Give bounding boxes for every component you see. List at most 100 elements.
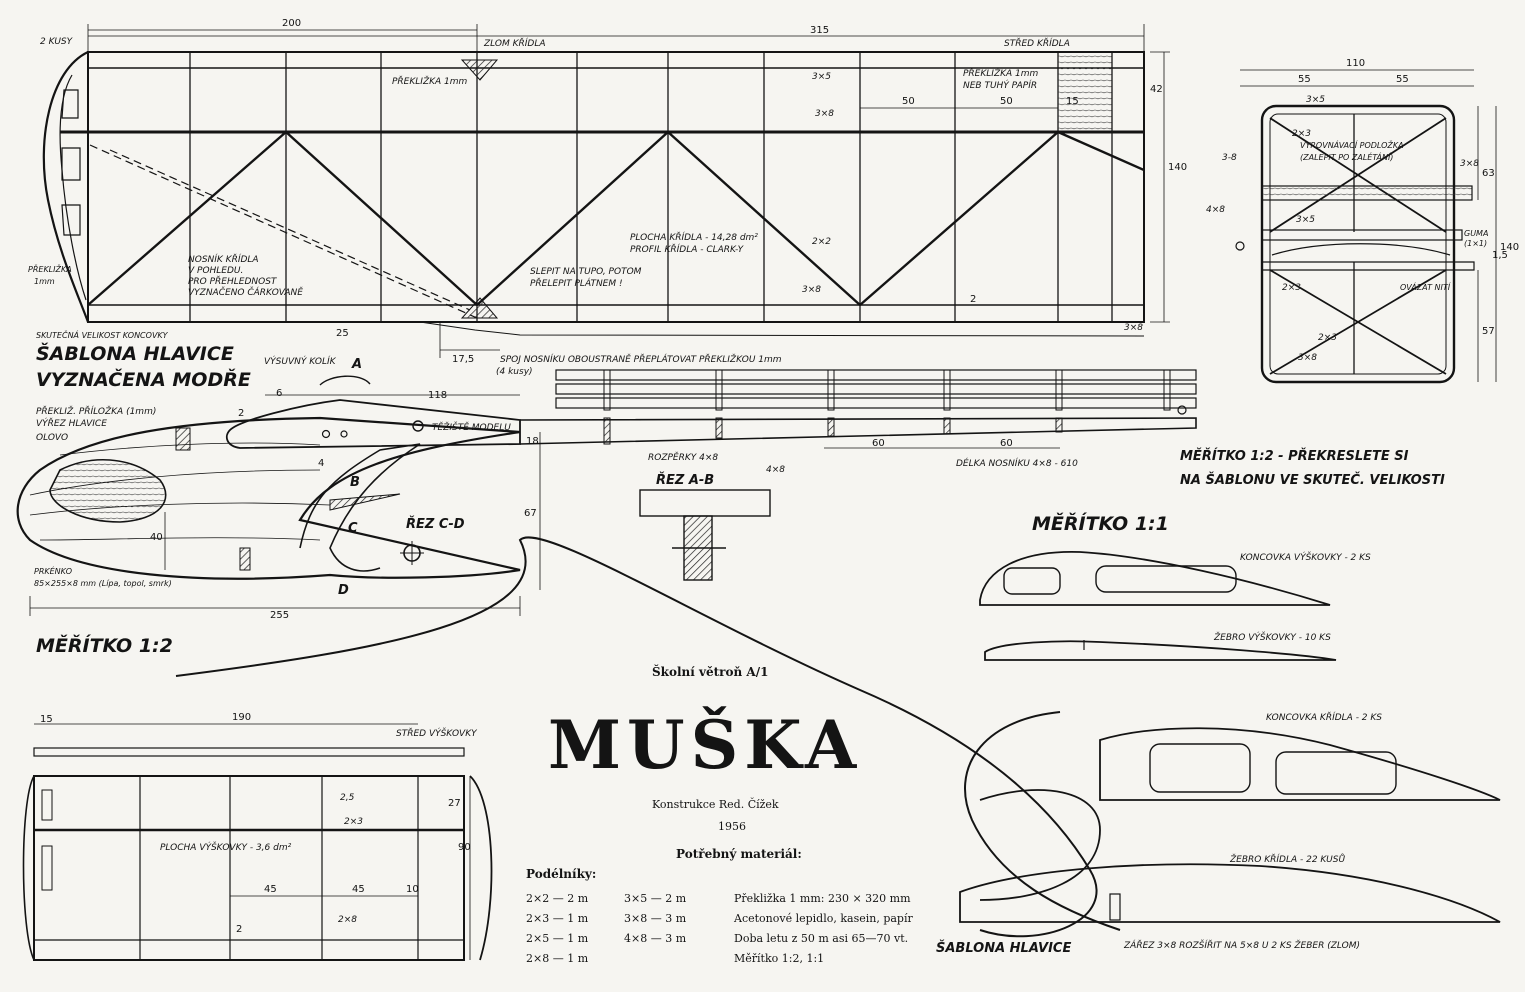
sablona-hlavice-template: ŠABLONA HLAVICE	[936, 940, 1071, 956]
mat-cell: Překližka 1 mm: 230 × 320 mm	[734, 892, 911, 905]
label-c: C	[348, 521, 358, 536]
year: 1956	[718, 820, 746, 833]
dim-50b: 50	[1000, 96, 1013, 107]
spoj-1: SPOJ NOSNÍKU OBOUSTRANĚ PŘEPLÁTOVAT PŘEK…	[500, 353, 782, 365]
label-a: A	[351, 357, 362, 372]
prkenko-1: PRKÉNKO	[34, 565, 72, 576]
head-dim-2: 2	[238, 408, 244, 419]
mat-cell: Acetonové lepidlo, kasein, papír	[733, 912, 913, 925]
mat-cell: 3×5 — 2 m	[624, 892, 687, 905]
head-dim-4: 4	[318, 458, 324, 469]
mat-cell: 2×2 — 2 m	[526, 892, 589, 905]
mat-cell: 4×8 — 3 m	[624, 932, 687, 945]
stabilizer-labels: 15 190 STŘED VÝŠKOVKY 2,5 2×3 PLOCHA VÝŠ…	[40, 712, 478, 935]
dim-200: 200	[282, 18, 301, 29]
fs-dim-63: 63	[1482, 168, 1495, 179]
head-dim-18: 18	[526, 436, 539, 447]
profil-kridla: PROFIL KŘÍDLA - CLARK-Y	[630, 243, 745, 255]
stab-dim-25: 2,5	[340, 793, 355, 803]
stab-tip-template	[979, 551, 1331, 606]
fs-dim-3x5: 3×5	[1306, 95, 1325, 105]
head-dim-67: 67	[524, 508, 537, 519]
templates-1to1	[175, 536, 1501, 938]
mat-cell: 2×8 — 1 m	[526, 952, 589, 965]
wing-plan	[42, 24, 1170, 358]
dim-42: 42	[1150, 84, 1163, 95]
stab-dim-45b: 45	[352, 884, 365, 895]
center-plywood	[1057, 51, 1113, 133]
boom-dim-60a: 60	[872, 438, 885, 449]
koncovka-vyskovky: KONCOVKA VÝŠKOVKY - 2 KS	[1240, 551, 1371, 563]
head-dim-118: 118	[428, 390, 447, 401]
dim-2: 2	[970, 294, 976, 305]
dim-25: 25	[336, 328, 349, 339]
zebro-kridla: ŽEBRO KŘÍDLA - 22 KUSŮ	[1229, 853, 1345, 865]
boom-dim-60b: 60	[1000, 438, 1013, 449]
preklizka-papir-1: PŘEKLIŽKA 1mm	[963, 67, 1039, 79]
sablona-hlavice-2: VYZNAČENA MODŘE	[36, 367, 251, 391]
label-d: D	[338, 583, 349, 598]
stab-rib-template	[984, 640, 1337, 661]
mat-cell: 2×5 — 1 m	[526, 932, 589, 945]
fs-dim-3x8b: 3×8	[1460, 159, 1479, 169]
tail-boom-labels: ROZPĚRKY 4×8 4×8 60 60 DÉLKA NOSNÍKU 4×8…	[648, 438, 1078, 488]
delka-nosniku: DÉLKA NOSNÍKU 4×8 - 610	[956, 457, 1078, 469]
preklizka-left-2: 1mm	[34, 277, 55, 286]
stab-stred: STŘED VÝŠKOVKY	[396, 727, 478, 739]
fs-dim-2x3b: 2×3	[1282, 283, 1301, 293]
head-dim-40: 40	[150, 532, 163, 543]
stab-dim-2x8: 2×8	[338, 915, 357, 925]
konstrukce: Konstrukce Red. Čížek	[652, 797, 779, 811]
stab-dim-27: 27	[448, 798, 461, 809]
fs-dim-2x3a: 2×3	[1292, 129, 1311, 139]
subtitle: Školní větroň A/1	[652, 663, 768, 679]
preklizka-label: PŘEKLIŽKA 1mm	[392, 75, 468, 87]
fs-dim-3x8c: 3×8	[1298, 353, 1317, 363]
kusy-label: 2 KUSY	[40, 37, 74, 47]
slepit-2: PŘELEPIT PLÁTNEM !	[530, 277, 623, 289]
nosnik-4: VYZNAČENO ČÁRKOVANĚ	[188, 286, 303, 298]
material-list: 2×2 — 2 m 3×5 — 2 m Překližka 1 mm: 230 …	[526, 892, 913, 965]
stab-dim-2: 2	[236, 924, 242, 935]
rez-cd: ŘEZ C-D	[406, 516, 465, 532]
zebro-vyskovky: ŽEBRO VÝŠKOVKY - 10 KS	[1213, 631, 1331, 643]
spoj-2: (4 kusy)	[496, 367, 533, 377]
dim-175: 17,5	[452, 354, 474, 365]
stab-plocha: PLOCHA VÝŠKOVKY - 3,6 dm²	[160, 841, 292, 853]
mat-cell: 2×3 — 1 m	[526, 912, 589, 925]
material-heading: Potřebný materiál:	[676, 847, 802, 861]
rozperky: ROZPĚRKY 4×8	[648, 451, 718, 463]
fs-dim-2x3c: 2×3	[1318, 333, 1337, 343]
rez-ab: ŘEZ A-B	[656, 472, 714, 488]
koncovka-note: SKUTEČNÁ VELIKOST KONCOVKY	[36, 329, 169, 340]
teziste-modelu: TĚŽIŠTĚ MODELU	[432, 421, 511, 433]
stab-dim-10: 10	[406, 884, 419, 895]
stab-dim-90: 90	[458, 842, 471, 853]
guma-2: (1×1)	[1464, 239, 1487, 248]
dim-315: 315	[810, 25, 829, 36]
dim-50a: 50	[902, 96, 915, 107]
dim-2x2: 2×2	[812, 237, 831, 247]
fs-dim-57: 57	[1482, 326, 1495, 337]
tail-boom	[519, 369, 1197, 581]
nosnik-1: NOSNÍK KŘÍDLA	[188, 253, 259, 265]
head-outline	[16, 416, 521, 580]
main-title: MUŠKA	[548, 706, 862, 784]
priloz-1: PŘEKLIŽ. PŘÍLOŽKA (1mm)	[36, 405, 156, 417]
stab-dim-2x3: 2×3	[344, 817, 363, 827]
dim-3x5: 3×5	[812, 72, 831, 82]
mat-cell: Doba letu z 50 m asi 65—70 vt.	[734, 932, 908, 945]
stab-dim-190: 190	[232, 712, 251, 723]
stabilizer-plan	[22, 723, 493, 961]
koncovka-kridla: KONCOVKA KŘÍDLA - 2 KS	[1266, 711, 1382, 723]
head-dim-255: 255	[270, 610, 289, 621]
mat-cell: 3×8 — 3 m	[624, 912, 687, 925]
wing-labels: 200 315 ZLOM KŘÍDLA STŘED KŘÍDLA 2 KUSY …	[28, 18, 1187, 377]
boom-dim-4x8: 4×8	[766, 465, 785, 475]
plocha-kridla: PLOCHA KŘÍDLA - 14,28 dm²	[630, 231, 758, 243]
sablona-hlavice-1: ŠABLONA HLAVICE	[36, 341, 234, 365]
zarez-note: ZÁŘEZ 3×8 ROZŠÍŘIT NA 5×8 U 2 KS ŽEBER (…	[1123, 939, 1360, 951]
fs-dim-15: 1,5	[1492, 250, 1508, 261]
fs-dim-3x8a: 3-8	[1222, 153, 1237, 163]
